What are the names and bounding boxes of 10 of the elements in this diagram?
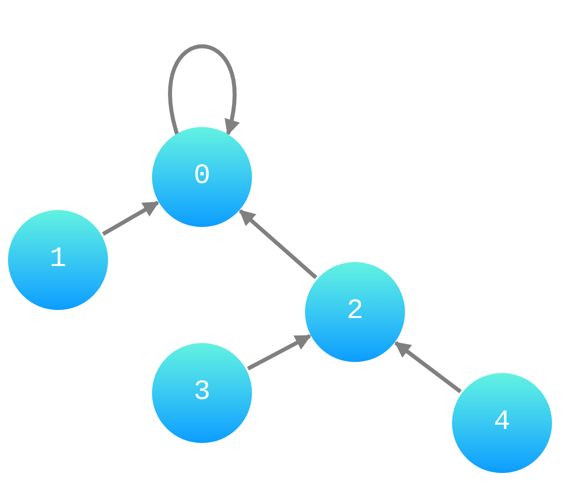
arrow	[247, 334, 312, 370]
arrow	[102, 200, 160, 236]
node-number: 3	[194, 376, 210, 410]
self-loop-arrow	[168, 44, 239, 136]
node-number: 0	[194, 160, 210, 194]
arrow	[394, 341, 462, 394]
node-number: 2	[346, 295, 364, 329]
node-number: 4	[494, 406, 510, 440]
node-number: 1	[50, 243, 66, 277]
arrow	[238, 209, 318, 280]
